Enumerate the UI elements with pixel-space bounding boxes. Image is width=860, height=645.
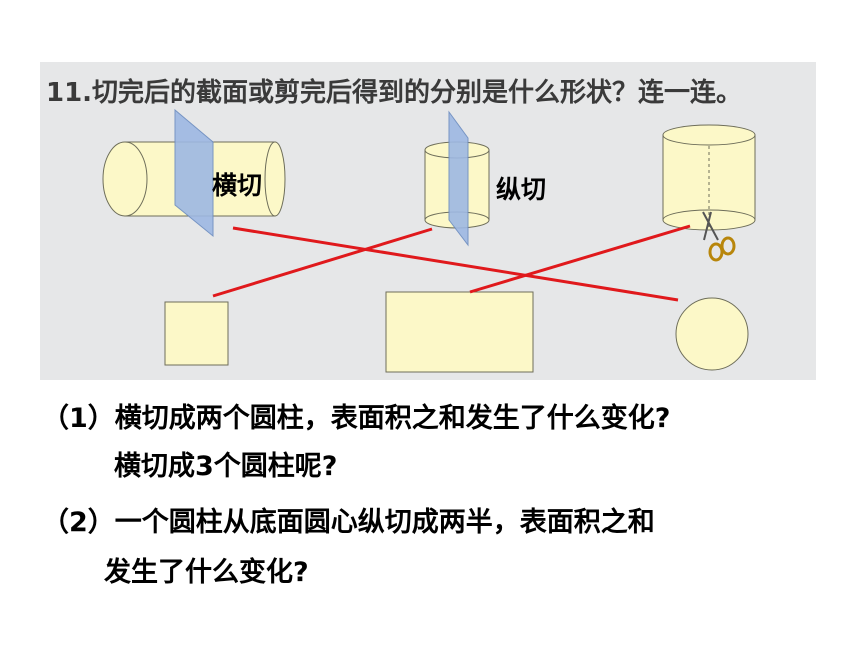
question-2-line-1: （2）一个圆柱从底面圆心纵切成两半，表面积之和 (42, 507, 655, 538)
exercise-title: 11.切完后的截面或剪完后得到的分别是什么形状？连一连。 (46, 78, 743, 108)
square-shape (164, 301, 229, 366)
match-line-vertical-to-square (212, 227, 433, 298)
vertical-cut-label: 纵切 (496, 175, 547, 204)
question-1-line-1: （1）横切成两个圆柱，表面积之和发生了什么变化? (42, 403, 671, 434)
question-2-line-2: 发生了什么变化? (104, 557, 309, 588)
scissors-icon (702, 211, 736, 262)
vertical-cut-cylinder (424, 110, 490, 247)
horizontal-cut-cylinder (102, 108, 286, 238)
paper-cylinder (662, 124, 756, 231)
match-line-paper-to-rectangle (469, 224, 691, 294)
rectangle-shape (385, 291, 534, 373)
circle-shape (675, 297, 749, 371)
match-line-horizontal-to-circle (232, 226, 679, 302)
horizontal-cut-label: 横切 (212, 171, 263, 200)
question-1-line-2: 横切成3个圆柱呢? (114, 451, 338, 482)
